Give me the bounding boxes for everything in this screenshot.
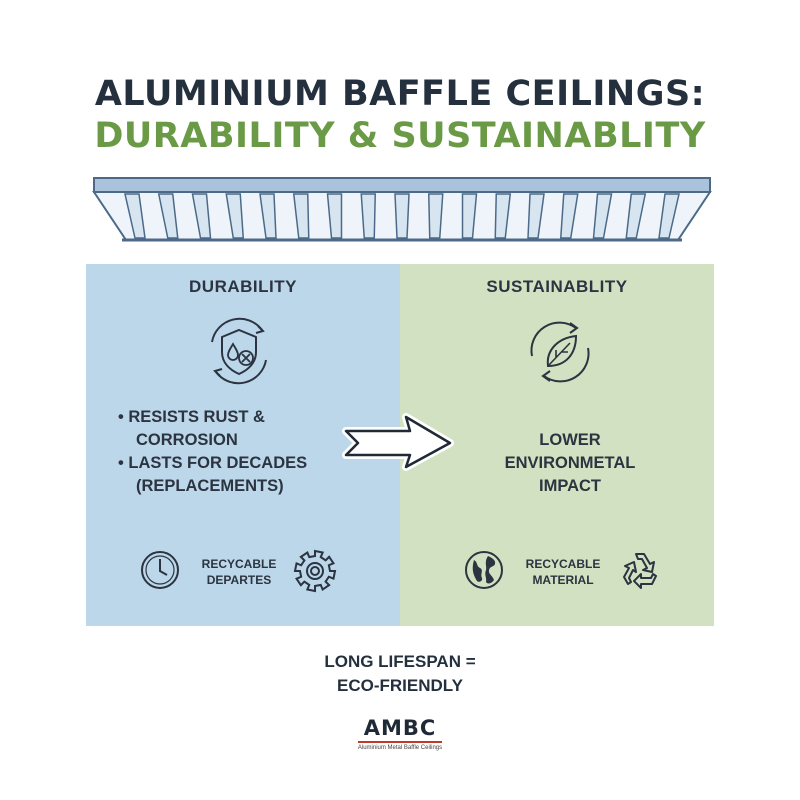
durability-bottom-label-line1: RECYCABLE [201,557,277,571]
baffle-slat [527,193,545,239]
logo-tagline: Aluminium Metal Baffle Ceilings [357,745,443,751]
durability-bottom-label: RECYCABLE DEPARTES [184,556,294,588]
baffle-slat [394,193,410,239]
gear-icon [293,549,337,593]
sustainability-heading: SUSTAINABLITY [486,277,628,296]
baffle-slat [625,193,647,239]
baffle-slat [225,193,245,239]
logo-name: AMBC [363,716,437,740]
ambc-logo: AMBC Aluminium Metal Baffle Ceilings [350,716,450,751]
baffle-slat [494,193,512,239]
baffle-slat [427,193,444,239]
clock-icon [141,551,179,589]
durability-bottom-label-line2: DEPARTES [206,573,272,587]
sustainability-bottom-label-line1: RECYCABLE [525,557,601,571]
bullet-decades-line1: • LASTS FOR DECADES [118,454,308,472]
baffle-slat [592,193,613,239]
baffle-slat [360,193,377,239]
baffle-slat [292,193,310,239]
environmental-impact-text: LOWER ENVIRONMETAL IMPACT [420,429,720,498]
baffle-slat [157,193,179,239]
impact-line-1: LOWER [539,431,601,449]
impact-line-3: IMPACT [538,477,602,495]
baffle-slat [259,193,277,239]
baffle-ceiling-illustration [92,177,712,242]
baffle-slat [191,193,212,239]
footer-statement: LONG LIFESPAN = ECO-FRIENDLY [0,650,800,698]
baffle-slat [559,193,579,239]
sustainability-bottom-label: RECYCABLE MATERIAL [508,556,618,588]
page-title: ALUMINIUM BAFFLE CEILINGS: [94,74,706,114]
baffle-slat [461,193,478,239]
baffle-slat [124,193,146,239]
bullet-decades-line2: (REPLACEMENTS) [136,477,284,495]
shield-water-drop-icon [211,317,267,385]
durability-bullets: • RESISTS RUST & CORROSION • LASTS FOR D… [118,406,388,498]
globe-icon [465,551,503,589]
bullet-rust-line1: • RESISTS RUST & [118,408,265,426]
baffle-slat [326,193,343,239]
page-subtitle: DURABILITY & SUSTAINABLITY [94,116,706,156]
footer-line-2: ECO-FRIENDLY [337,676,463,695]
impact-line-2: ENVIRONMETAL [504,454,636,472]
bullet-rust-line2: CORROSION [136,431,238,449]
baffle-slat [658,193,680,239]
sustainability-bottom-label-line2: MATERIAL [532,573,594,587]
durability-heading: DURABILITY [189,277,297,296]
leaf-cycle-icon [530,321,590,383]
recycle-icon [623,553,657,589]
footer-line-1: LONG LIFESPAN = [324,652,476,671]
right-arrow-icon [342,413,454,471]
logo-underline [358,741,442,743]
durability-panel [86,264,400,626]
